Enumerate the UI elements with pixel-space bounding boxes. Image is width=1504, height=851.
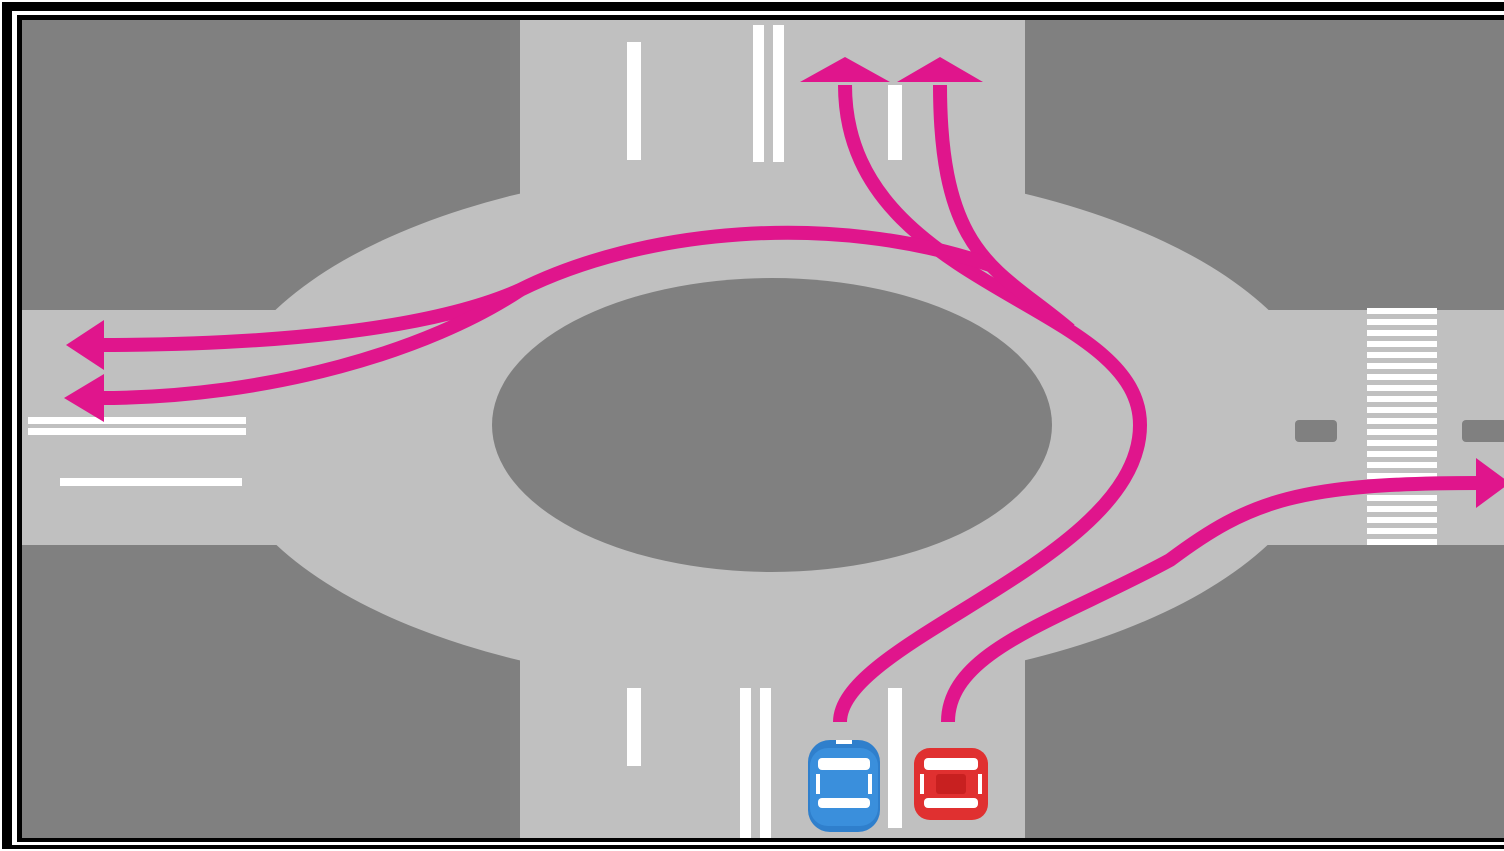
crosswalk-stripe [1367, 341, 1437, 347]
west-double-line-b [28, 428, 246, 435]
south-lane-dash [888, 688, 902, 828]
arrowhead-west-lower [64, 374, 104, 422]
route-left-lane-to-west-upper [99, 225, 993, 352]
crosswalk-stripe [1367, 495, 1437, 501]
west-double-line-a [28, 417, 246, 424]
south-double-line-b [760, 688, 771, 838]
crosswalk-stripe [1367, 506, 1437, 512]
south-center-dash [627, 688, 641, 766]
crosswalk-stripe [1367, 451, 1437, 457]
north-center-dash [627, 42, 641, 160]
crosswalk-stripe [1367, 308, 1437, 314]
crosswalk-stripe [1367, 352, 1437, 358]
crosswalk-stripe [1367, 396, 1437, 402]
route-left-lane-to-west-lower [99, 284, 524, 405]
crosswalk-stripe [1367, 462, 1437, 468]
route-left-lane-to-north-right [933, 84, 1075, 336]
route-arrows [99, 84, 1481, 723]
crosswalk-stripe [1367, 429, 1437, 435]
route-left-lane-to-north [833, 84, 1148, 723]
south-double-line-a [740, 688, 751, 838]
red-car [914, 748, 988, 820]
arrowhead-north-right [897, 57, 983, 82]
crosswalk-stripe [1367, 539, 1437, 545]
east-dash-left [1295, 420, 1337, 442]
crosswalk-stripe [1367, 330, 1437, 336]
arrow-heads [64, 57, 1504, 508]
pedestrian-crosswalk [1367, 308, 1437, 545]
crosswalk-stripe [1367, 528, 1437, 534]
crosswalk-stripe [1367, 363, 1437, 369]
arrowhead-north-left [800, 57, 890, 82]
north-lane-dash [888, 85, 902, 160]
north-double-line-b [773, 25, 784, 162]
crosswalk-stripe [1367, 418, 1437, 424]
crosswalk-stripe [1367, 385, 1437, 391]
crosswalk-stripe [1367, 407, 1437, 413]
crosswalk-stripe [1367, 473, 1437, 479]
arrowhead-east [1476, 458, 1504, 508]
crosswalk-stripe [1367, 440, 1437, 446]
east-dash-right [1462, 420, 1504, 442]
north-double-line-a [753, 25, 764, 162]
route-right-lane-to-east [941, 476, 1481, 723]
central-island [492, 278, 1052, 572]
arrowhead-west-upper [66, 320, 104, 370]
blue-car [808, 740, 880, 832]
crosswalk-stripe [1367, 319, 1437, 325]
crosswalk-stripe [1367, 517, 1437, 523]
crosswalk-stripe [1367, 374, 1437, 380]
west-lane-line [60, 478, 242, 486]
